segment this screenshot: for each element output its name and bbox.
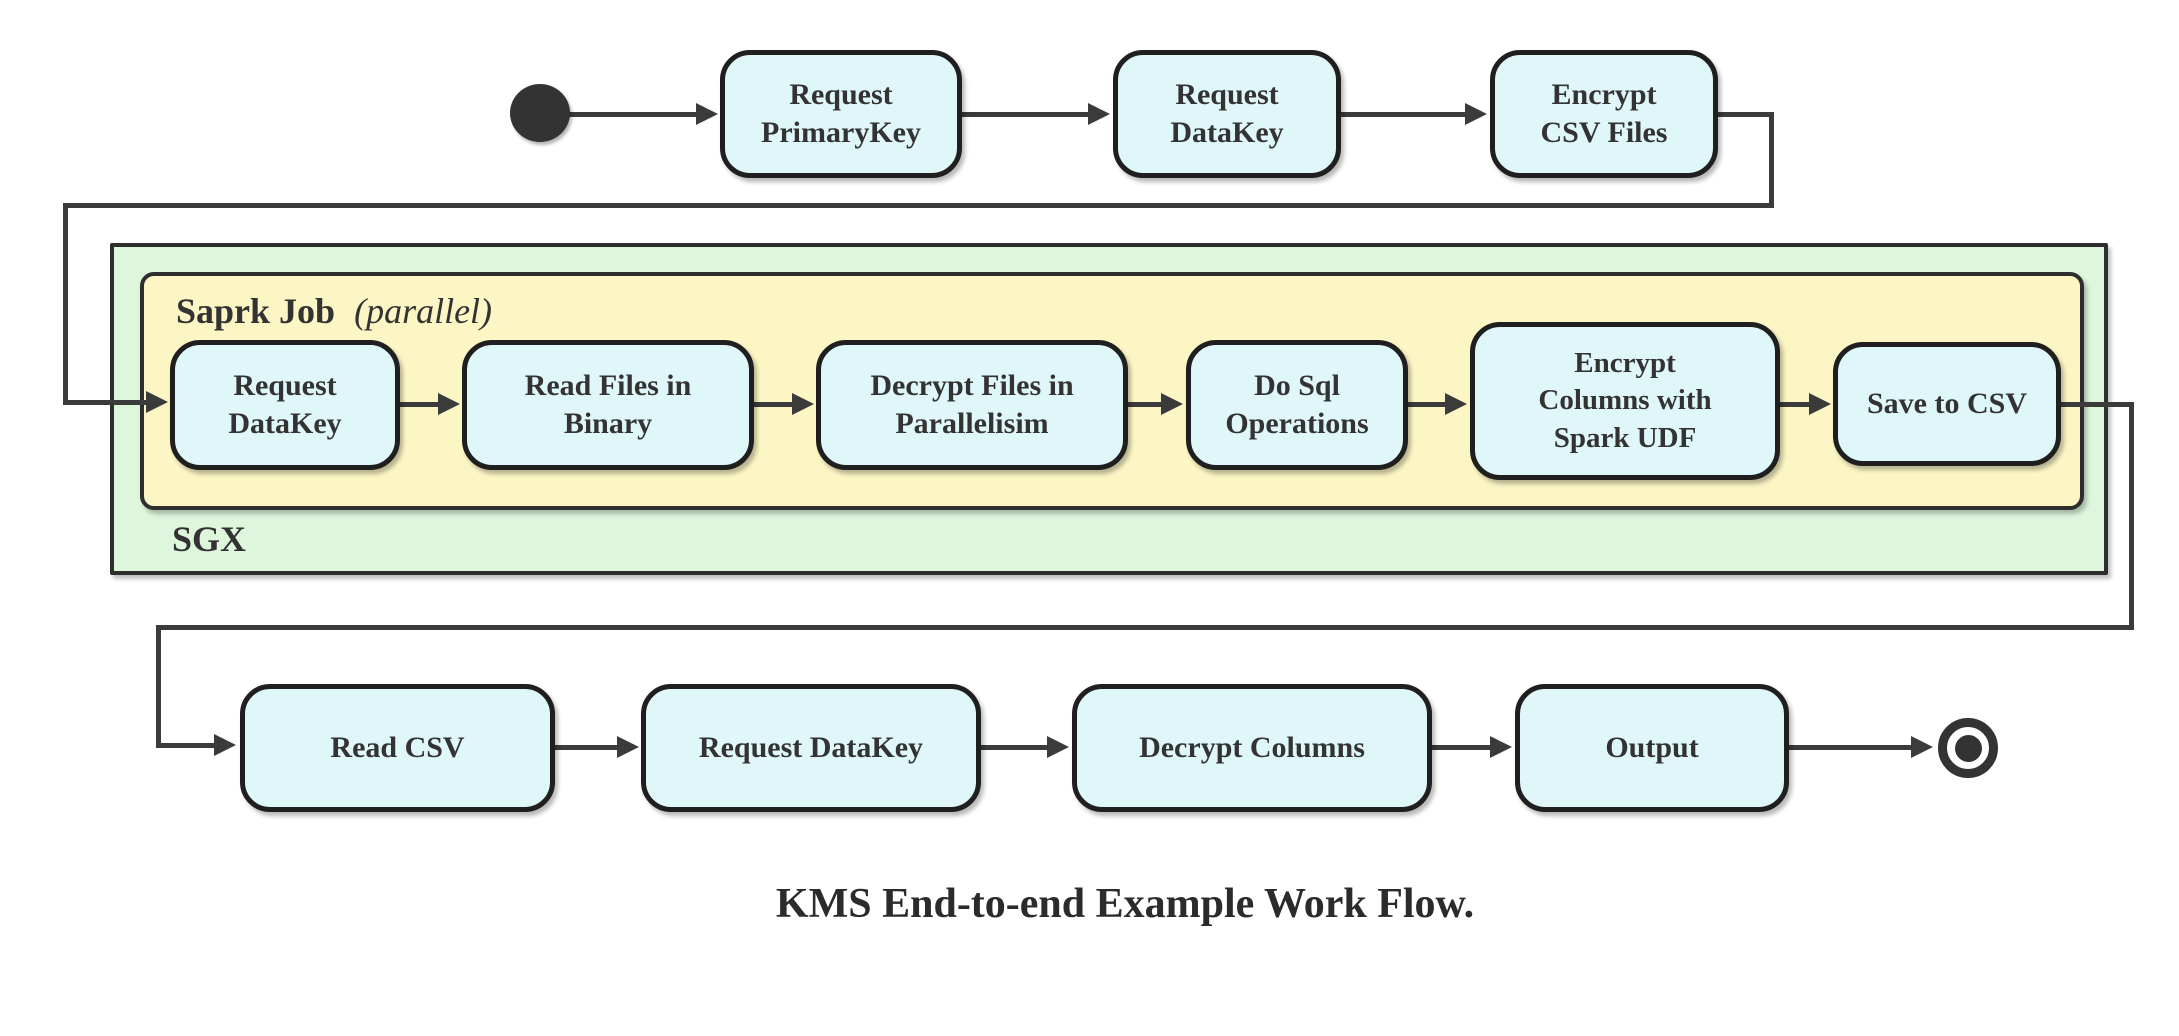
connector-b-seg5 <box>156 743 218 748</box>
connector-b-arrowhead-icon <box>214 734 236 756</box>
end-state-dot-icon <box>1954 734 1982 762</box>
node-read-csv: Read CSV <box>240 684 555 812</box>
arrow-requestdatakey-to-encryptcsv <box>1341 112 1467 117</box>
arrow-sgx-3-4 <box>1128 402 1164 407</box>
arrowhead-icon <box>1911 736 1933 758</box>
node-output: Output <box>1515 684 1789 812</box>
connector-a-seg4 <box>63 203 68 405</box>
node-decrypt-files-in-parallelisim: Decrypt Files in Parallelisim <box>816 340 1128 470</box>
connector-a-arrowhead-icon <box>146 391 168 413</box>
arrowhead-icon <box>1809 393 1831 415</box>
sgx-label: SGX <box>172 519 247 559</box>
arrow-start-to-requestprimarykey <box>566 112 698 117</box>
connector-a-seg5 <box>63 400 147 405</box>
node-request-primarykey: Request PrimaryKey <box>720 50 962 178</box>
arrowhead-icon <box>696 103 718 125</box>
connector-a-seg1 <box>1718 112 1774 117</box>
spark-job-label-bold: Saprk Job <box>176 291 336 331</box>
node-save-to-csv: Save to CSV <box>1833 342 2061 466</box>
arrow-readcsv-to-requestdatakey <box>555 745 619 750</box>
arrow-requestprimarykey-to-requestdatakey <box>962 112 1090 117</box>
connector-b-seg4 <box>156 625 161 748</box>
diagram-caption: KMS End-to-end Example Work Flow. <box>775 881 1475 927</box>
spark-job-label: Saprk Job (parallel) <box>176 290 492 332</box>
start-state-icon <box>510 84 570 142</box>
arrow-decryptcolumns-to-output <box>1432 745 1492 750</box>
node-encrypt-columns-with-spark-udf: Encrypt Columns with Spark UDF <box>1470 322 1780 480</box>
arrowhead-icon <box>1465 103 1487 125</box>
node-sgx-request-datakey: Request DataKey <box>170 340 400 470</box>
end-state-icon <box>1938 718 1998 778</box>
node-encrypt-csv-files: Encrypt CSV Files <box>1490 50 1718 178</box>
arrowhead-icon <box>1088 103 1110 125</box>
connector-b-seg2 <box>2129 402 2134 630</box>
arrowhead-icon <box>617 736 639 758</box>
connector-b-seg3 <box>156 625 2134 630</box>
arrow-output-to-end <box>1789 745 1913 750</box>
node-request-datakey-bottom: Request DataKey <box>641 684 981 812</box>
arrowhead-icon <box>1047 736 1069 758</box>
arrow-requestdatakey-to-decryptcolumns <box>981 745 1049 750</box>
node-read-files-in-binary: Read Files in Binary <box>462 340 754 470</box>
node-decrypt-columns: Decrypt Columns <box>1072 684 1432 812</box>
arrow-sgx-4-5 <box>1408 402 1446 407</box>
spark-job-label-italic: (parallel) <box>354 291 493 331</box>
arrow-sgx-1-2 <box>400 402 440 407</box>
arrowhead-icon <box>1445 393 1467 415</box>
arrow-sgx-2-3 <box>754 402 794 407</box>
node-request-datakey-top: Request DataKey <box>1113 50 1341 178</box>
node-do-sql-operations: Do Sql Operations <box>1186 340 1408 470</box>
arrowhead-icon <box>1161 393 1183 415</box>
connector-b-seg1 <box>2061 402 2134 407</box>
arrowhead-icon <box>438 393 460 415</box>
arrowhead-icon <box>1490 736 1512 758</box>
arrowhead-icon <box>792 393 814 415</box>
arrow-sgx-5-6 <box>1780 402 1811 407</box>
connector-a-seg3 <box>63 203 1774 208</box>
connector-a-seg2 <box>1769 112 1774 208</box>
